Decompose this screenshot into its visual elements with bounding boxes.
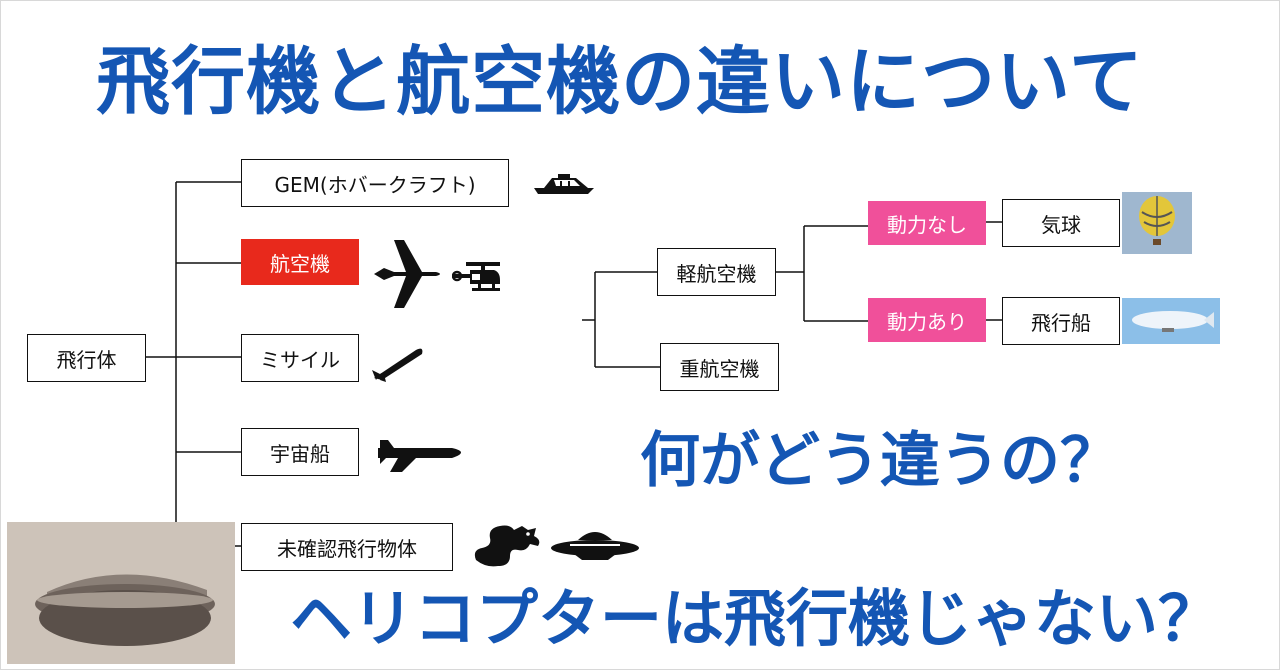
node-powered: 動力あり: [868, 298, 986, 342]
node-ufo: 未確認飛行物体: [241, 523, 453, 571]
airplane-icon: [374, 240, 440, 308]
ufo-icon: [551, 532, 639, 560]
node-heavy-aircraft: 重航空機: [660, 343, 779, 391]
dragon-icon: [474, 525, 540, 567]
helicopter-icon: [452, 262, 500, 291]
airship-photo: [1122, 298, 1220, 344]
question-difference: 何がどう違うの？: [640, 426, 1120, 496]
question-helicopter: ヘリコプターは飛行機じゃない？: [290, 582, 1221, 655]
page-title: 飛行機と航空機の違いについて: [96, 39, 1144, 125]
node-root: 飛行体: [27, 334, 146, 382]
node-hovercraft: GEM(ホバークラフト): [241, 159, 509, 207]
node-unpowered: 動力なし: [868, 201, 986, 245]
node-light-aircraft: 軽航空機: [657, 248, 776, 296]
node-balloon: 気球: [1002, 199, 1120, 247]
balloon-photo: [1122, 192, 1192, 254]
node-spaceship: 宇宙船: [241, 428, 359, 476]
node-missile: ミサイル: [241, 334, 359, 382]
ufo-photo: [7, 522, 235, 664]
hovercraft-icon: [534, 174, 594, 194]
missile-icon: [372, 348, 423, 382]
node-aircraft: 航空機: [241, 239, 359, 285]
space-shuttle-icon: [378, 440, 461, 472]
node-airship: 飛行船: [1002, 297, 1120, 345]
